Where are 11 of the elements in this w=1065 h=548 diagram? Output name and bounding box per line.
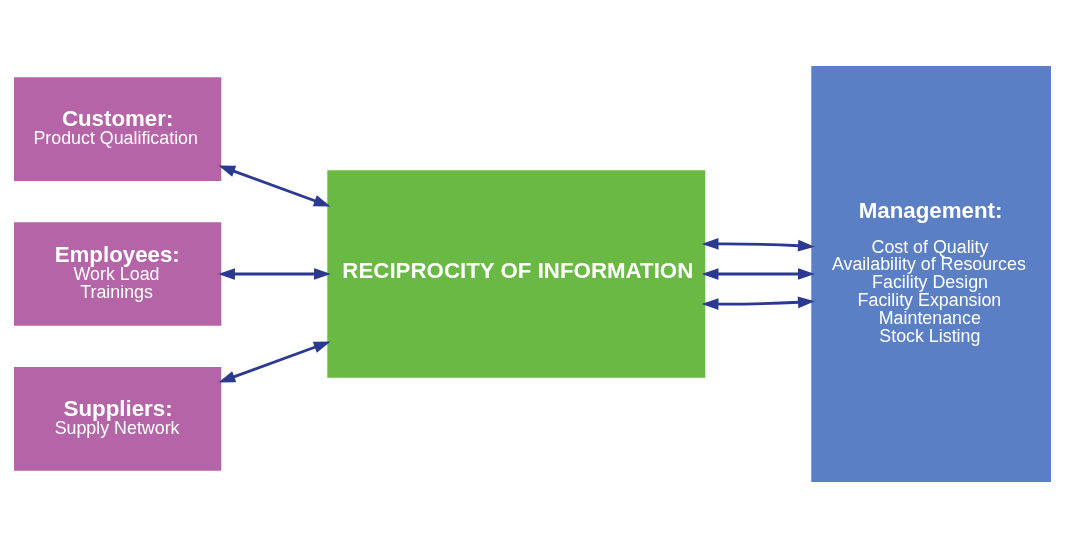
arrow [218, 268, 331, 280]
node-box: Suppliers: Supply Network [12, 366, 223, 472]
node-box: RECIPROCITY OF INFORMATION [326, 169, 707, 379]
arrow [218, 165, 331, 207]
node-box: Management: Cost of Quality Availability of Resources Facility Design Facility Expansion Maintenance Stock Listing [810, 64, 1053, 484]
node-box: Employees: Work Load Trainings [12, 221, 223, 327]
arrow [701, 268, 815, 280]
arrow [701, 238, 815, 252]
arrow [701, 296, 815, 310]
arrow [218, 341, 331, 383]
node-box: Customer: Product Qualification [12, 76, 223, 182]
